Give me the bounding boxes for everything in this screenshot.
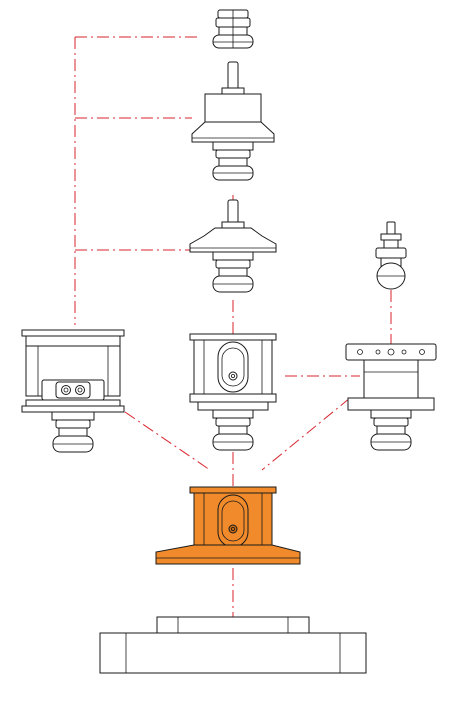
left-module <box>21 329 125 453</box>
leader-diag-left <box>124 411 211 471</box>
center-module <box>189 333 277 451</box>
leader-diag-right <box>261 397 351 471</box>
base-plate <box>99 616 367 674</box>
middle-adapter <box>189 199 277 293</box>
highlighted-mount <box>155 486 301 565</box>
top-coupling <box>212 9 254 49</box>
right-module <box>345 343 437 451</box>
ball-joint-probe <box>375 221 407 290</box>
upper-adapter <box>191 61 275 181</box>
